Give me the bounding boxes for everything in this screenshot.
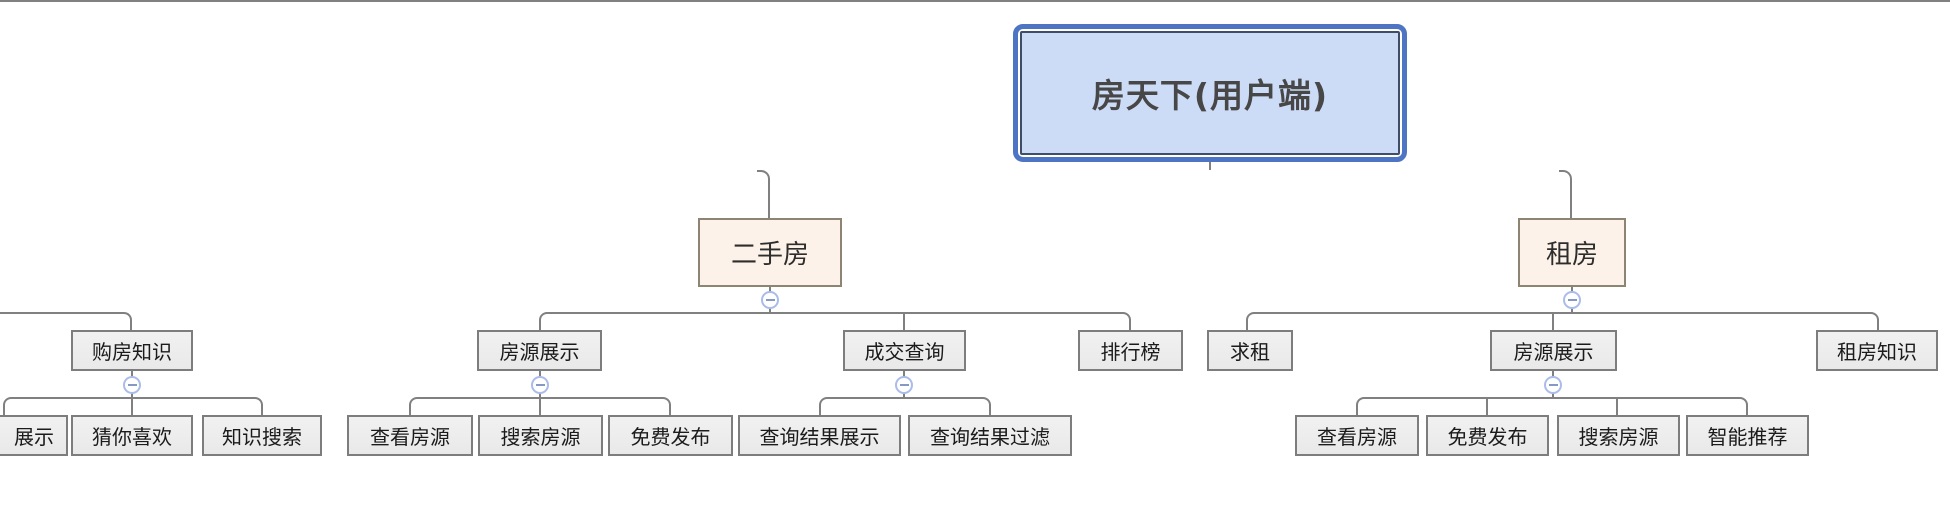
node-renting[interactable]: 租房 xyxy=(1518,218,1626,287)
stub-deal-query-top xyxy=(903,312,905,331)
node-guess-you-like[interactable]: 猜你喜欢 xyxy=(71,415,193,456)
node-search-listings[interactable]: 搜索房源 xyxy=(478,415,603,456)
node-search-listings-rent[interactable]: 搜索房源 xyxy=(1557,415,1680,456)
root-label: 房天下(用户端) xyxy=(1020,31,1400,155)
node-knowledge-search[interactable]: 知识搜索 xyxy=(202,415,322,456)
node-rental-knowledge[interactable]: 租房知识 xyxy=(1816,330,1938,371)
node-smart-recommend[interactable]: 智能推荐 xyxy=(1686,415,1809,456)
bus-renting-children xyxy=(1246,312,1879,331)
root-bus-line xyxy=(0,0,1950,2)
minus-icon xyxy=(899,384,909,386)
bus-house-knowledge-children xyxy=(3,397,263,416)
node-display-clipped[interactable]: 展示 xyxy=(0,415,68,456)
node-seek-rent[interactable]: 求租 xyxy=(1207,330,1293,371)
node-listing-display-second-hand[interactable]: 房源展示 xyxy=(477,330,602,371)
stub-listing-display-rent-top xyxy=(1552,312,1554,331)
stub-search-listing-rent-top xyxy=(1616,397,1618,416)
bus-clipped-left-branch xyxy=(0,312,132,331)
collapse-button-second-hand[interactable] xyxy=(761,291,779,309)
connector-elbow-second-hand xyxy=(757,170,770,218)
connector-elbow-renting xyxy=(1559,170,1572,218)
node-deal-query[interactable]: 成交查询 xyxy=(843,330,966,371)
bus-listing-display-children xyxy=(409,397,671,416)
stub-free-post-rent-top xyxy=(1486,397,1488,416)
root-stub-line xyxy=(1209,160,1211,170)
collapse-button-listing-display[interactable] xyxy=(531,376,549,394)
node-query-result-display[interactable]: 查询结果展示 xyxy=(738,415,901,456)
minus-icon xyxy=(1567,299,1577,301)
minus-icon xyxy=(535,384,545,386)
bus-second-hand-children xyxy=(539,312,1131,331)
collapse-button-house-knowledge[interactable] xyxy=(123,376,141,394)
bus-listing-display-rent-children xyxy=(1356,397,1748,416)
node-query-result-filter[interactable]: 查询结果过滤 xyxy=(908,415,1072,456)
minus-icon xyxy=(127,384,137,386)
node-free-post-rent[interactable]: 免费发布 xyxy=(1426,415,1549,456)
node-view-listings[interactable]: 查看房源 xyxy=(347,415,473,456)
collapse-button-renting[interactable] xyxy=(1563,291,1581,309)
minus-icon xyxy=(1548,384,1558,386)
node-free-post[interactable]: 免费发布 xyxy=(608,415,733,456)
minus-icon xyxy=(765,299,775,301)
collapse-button-listing-display-rent[interactable] xyxy=(1544,376,1562,394)
collapse-button-deal-query[interactable] xyxy=(895,376,913,394)
bus-deal-query-children xyxy=(819,397,991,416)
node-listing-display-rent[interactable]: 房源展示 xyxy=(1490,330,1617,371)
node-house-buying-knowledge[interactable]: 购房知识 xyxy=(71,330,193,371)
node-ranking-list[interactable]: 排行榜 xyxy=(1078,330,1183,371)
node-root-fangtianxia[interactable]: 房天下(用户端) xyxy=(1013,24,1407,162)
node-second-hand-housing[interactable]: 二手房 xyxy=(698,218,842,287)
node-view-listings-rent[interactable]: 查看房源 xyxy=(1295,415,1419,456)
